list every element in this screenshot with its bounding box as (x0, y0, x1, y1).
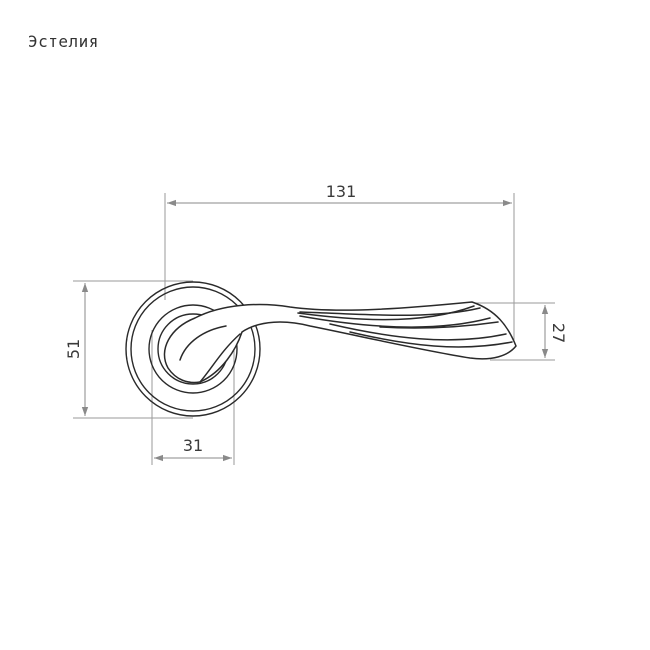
dimension-lever-height: 27 (470, 302, 568, 361)
rosette-outer-ring (125, 281, 261, 417)
lever (163, 301, 517, 384)
offset-label: 31 (183, 436, 203, 455)
lever-groove-2 (299, 315, 491, 328)
lever-height-label: 27 (549, 323, 568, 343)
dimension-length: 131 (164, 182, 515, 340)
lever-groove-3 (329, 323, 507, 341)
lever-outline (163, 301, 517, 384)
lever-neck-inner (179, 325, 227, 361)
lever-groove-6 (299, 307, 481, 316)
lever-groove-5 (379, 321, 499, 329)
dimension-offset: 31 (151, 330, 235, 465)
length-label: 131 (326, 182, 357, 201)
rosette-height-label: 51 (64, 339, 83, 359)
rosette-inner-ring (148, 304, 238, 394)
product-title: Эстелия (28, 32, 99, 51)
lever-neck-curl (199, 333, 241, 383)
rosette-middle-ring (130, 286, 256, 412)
lever-groove-4 (349, 331, 513, 348)
dimension-rosette-height: 51 (64, 280, 193, 419)
